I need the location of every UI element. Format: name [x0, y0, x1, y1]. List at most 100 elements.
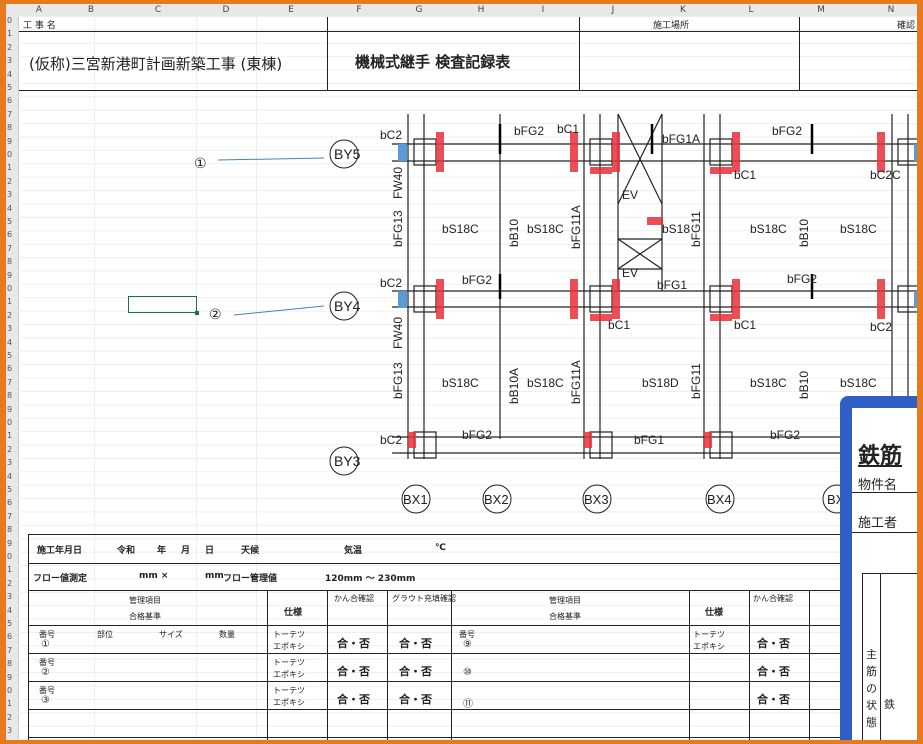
- row-header[interactable]: 1: [7, 29, 13, 39]
- row-header[interactable]: 0: [7, 16, 13, 25]
- row-header[interactable]: 9: [7, 404, 13, 414]
- row-header[interactable]: 9: [7, 538, 13, 548]
- label-bfg2-5: bFG2: [462, 428, 492, 442]
- row2-no[interactable]: ②: [41, 667, 50, 678]
- row-header[interactable]: 9: [7, 672, 13, 682]
- column-header[interactable]: L: [748, 5, 754, 15]
- row-header[interactable]: 0: [7, 418, 13, 427]
- column-header[interactable]: H: [477, 5, 485, 15]
- row-header[interactable]: 5: [7, 351, 13, 360]
- sheet-title: 機械式継手 検査記録表: [355, 53, 511, 71]
- row-header[interactable]: 2: [7, 578, 13, 588]
- column-header[interactable]: D: [222, 5, 230, 15]
- row-header[interactable]: 3: [7, 190, 13, 200]
- row-header[interactable]: 7: [7, 511, 13, 521]
- axis-by5: BY5: [334, 146, 361, 162]
- row-header[interactable]: 9: [7, 136, 13, 146]
- label-fw40-2: FW40: [391, 317, 405, 349]
- row2r-no[interactable]: ⑩: [463, 667, 472, 678]
- column-header[interactable]: A: [35, 5, 43, 15]
- row-header[interactable]: 8: [7, 525, 13, 535]
- row-header[interactable]: 4: [7, 337, 13, 347]
- overlay-panel[interactable]: 鉄筋 物件名 施工者 主 筋 の 状 態 鉄: [840, 396, 917, 740]
- row-header[interactable]: 2: [7, 176, 13, 186]
- row1r-judge[interactable]: 合・否: [757, 637, 790, 650]
- column-header[interactable]: K: [680, 5, 686, 15]
- row1-judge-visual[interactable]: 合・否: [337, 637, 370, 650]
- row-header[interactable]: 1: [7, 699, 13, 709]
- column-header[interactable]: M: [817, 5, 825, 15]
- label-bfg1a: bFG1A: [662, 132, 700, 146]
- row-header[interactable]: 4: [7, 605, 13, 615]
- selected-cell[interactable]: [128, 296, 199, 315]
- row-header[interactable]: 5: [7, 217, 13, 226]
- row-header[interactable]: 0: [7, 284, 13, 293]
- row-header[interactable]: 2: [7, 712, 13, 722]
- row-header[interactable]: 7: [7, 377, 13, 387]
- row-header[interactable]: 7: [7, 109, 13, 119]
- row-header[interactable]: 5: [7, 619, 13, 628]
- row2-judge-visual[interactable]: 合・否: [337, 665, 370, 678]
- column-header[interactable]: E: [288, 5, 294, 15]
- row3-judge-grout[interactable]: 合・否: [399, 693, 432, 706]
- column-header[interactable]: F: [356, 5, 362, 15]
- row-header[interactable]: 1: [7, 431, 13, 441]
- row-header[interactable]: 2: [7, 444, 13, 454]
- row-header[interactable]: 3: [7, 324, 13, 334]
- row2r-judge[interactable]: 合・否: [757, 665, 790, 678]
- row1r-no[interactable]: ⑨: [463, 639, 472, 650]
- row-header[interactable]: 4: [7, 69, 13, 79]
- flow-mgmt-label: フロー管理値: [223, 574, 278, 584]
- label-bfg2-4: bFG2: [787, 272, 817, 286]
- row-header[interactable]: 6: [7, 230, 13, 240]
- row-header[interactable]: 1: [7, 297, 13, 307]
- row-header[interactable]: 1: [7, 163, 13, 173]
- column-header[interactable]: G: [415, 5, 423, 15]
- cell-grid[interactable]: [18, 16, 917, 740]
- mgmt-items-right: 管理項目: [549, 596, 581, 605]
- row-header[interactable]: 1: [7, 565, 13, 575]
- row1-no[interactable]: ①: [41, 639, 50, 650]
- row-header[interactable]: 7: [7, 243, 13, 253]
- overlay-title: 鉄筋: [858, 444, 903, 469]
- row2-judge-grout[interactable]: 合・否: [399, 665, 432, 678]
- row1-part-label: 部位: [97, 630, 113, 639]
- column-header[interactable]: J: [611, 5, 615, 15]
- grout-check-left: グラウト充填確認: [392, 594, 456, 603]
- row-header[interactable]: 6: [7, 96, 13, 106]
- row-header[interactable]: 0: [7, 686, 13, 695]
- row-header[interactable]: 4: [7, 203, 13, 213]
- column-header[interactable]: I: [541, 5, 545, 15]
- row-header[interactable]: 2: [7, 42, 13, 52]
- row-header[interactable]: 2: [7, 310, 13, 320]
- row3-no[interactable]: ③: [41, 695, 50, 706]
- row-header[interactable]: 6: [7, 364, 13, 374]
- row-header[interactable]: 7: [7, 645, 13, 655]
- row-header[interactable]: 8: [7, 659, 13, 669]
- row-header[interactable]: 5: [7, 83, 13, 92]
- row3r-no[interactable]: ⑪: [463, 699, 473, 710]
- row-header[interactable]: 8: [7, 123, 13, 133]
- axis-bx1: BX1: [403, 492, 428, 507]
- row-header[interactable]: 4: [7, 471, 13, 481]
- row-header[interactable]: 6: [7, 632, 13, 642]
- row-header[interactable]: 3: [7, 726, 13, 736]
- row-header[interactable]: 0: [7, 150, 13, 159]
- row-header[interactable]: 0: [7, 552, 13, 561]
- column-header[interactable]: B: [87, 5, 95, 15]
- row-header[interactable]: 3: [7, 592, 13, 602]
- row-header[interactable]: 3: [7, 458, 13, 468]
- row3-judge-visual[interactable]: 合・否: [337, 693, 370, 706]
- row1-judge-grout[interactable]: 合・否: [399, 637, 432, 650]
- row3r-judge[interactable]: 合・否: [757, 693, 790, 706]
- row-header[interactable]: 5: [7, 485, 13, 494]
- column-header[interactable]: N: [887, 5, 895, 15]
- column-header[interactable]: C: [154, 5, 162, 15]
- label-bs18c-8: bS18C: [840, 376, 877, 390]
- label-bb10a: bB10A: [507, 368, 521, 404]
- row-header[interactable]: 8: [7, 257, 13, 267]
- row-header[interactable]: 6: [7, 498, 13, 508]
- row-header[interactable]: 3: [7, 56, 13, 66]
- row-header[interactable]: 9: [7, 270, 13, 280]
- row-header[interactable]: 8: [7, 391, 13, 401]
